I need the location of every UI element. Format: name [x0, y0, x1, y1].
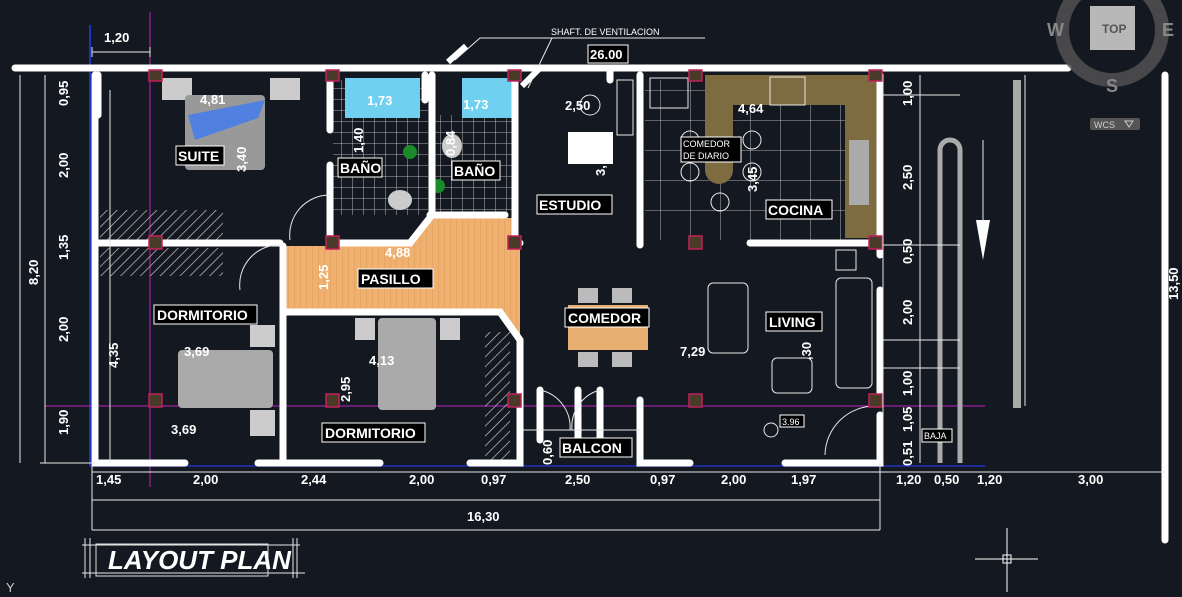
dim-right: 2,00 [900, 300, 915, 325]
structural-columns [148, 69, 883, 408]
desk [568, 77, 689, 164]
room-label-cocina: COCINA [768, 202, 823, 218]
dim-interior: 4,64 [738, 101, 764, 116]
room-label-pasillo: PASILLO [361, 271, 421, 287]
dim-interior: 3,40 [234, 147, 249, 172]
closet-hatch [485, 332, 510, 460]
dim-right-total: 13,50 [1166, 267, 1181, 300]
dim-interior: 2,95 [338, 377, 353, 402]
room-label-comedor: COMEDOR [568, 310, 641, 326]
dim-interior: 1,25 [316, 265, 331, 290]
dorm2-bed [355, 318, 460, 410]
crosshair-cursor [975, 528, 1038, 592]
dim-bottom: 1,45 [96, 472, 121, 487]
shaft-annotation: SHAFT. DE VENTILACION [551, 27, 660, 37]
dim-bottom: 0,97 [650, 472, 675, 487]
title-block: LAYOUT PLAN [82, 538, 305, 578]
dim-left-5: 1,90 [56, 410, 71, 435]
room-label-balcon: BALCON [562, 440, 622, 456]
dim-top-left: 1,20 [104, 30, 129, 45]
dim-right: 1,05 [900, 407, 915, 432]
dimension-lines [19, 47, 1165, 531]
dim-left-1: 0,95 [56, 81, 71, 106]
dim-bottom: 1,20 [896, 472, 921, 487]
level-marker-value: 3.96 [782, 417, 800, 427]
dim-left-3: 1,35 [56, 235, 71, 260]
dim-right: 1,00 [900, 371, 915, 396]
dim-interior: 1,73 [463, 97, 488, 112]
bath1-shower [345, 78, 420, 118]
dim-bottom: 3,00 [1078, 472, 1103, 487]
dim-bottom: 2,00 [721, 472, 746, 487]
dim-interior: 3, [593, 165, 608, 176]
dim-bottom: 1,20 [977, 472, 1002, 487]
dim-interior: 3,69 [171, 422, 196, 437]
toilets [388, 134, 462, 210]
dim-interior: 3,45 [745, 167, 760, 192]
dim-interior: 4,88 [385, 245, 410, 260]
kitchen-counter [705, 75, 878, 238]
room-label-comedor-diario: COMEDOR [683, 139, 731, 149]
room-label-bano-1: BAÑO [340, 159, 381, 176]
dim-interior: 0,84 [443, 130, 458, 156]
dim-right: 0,50 [900, 239, 915, 264]
ucs-y-axis-label: Y [6, 580, 15, 595]
ramp [937, 137, 963, 463]
wcs-menu-button[interactable] [1090, 118, 1140, 130]
dim-bottom: 2,00 [193, 472, 218, 487]
room-label-comedor-diario-2: DE DIARIO [683, 151, 729, 161]
dim-interior: 4,13 [369, 353, 394, 368]
kitchen-sink [849, 140, 869, 205]
dim-bottom: 0,50 [934, 472, 959, 487]
dim-bottom: 1,97 [791, 472, 816, 487]
dim-bottom: 2,44 [301, 472, 327, 487]
dim-right: 0,51 [900, 441, 915, 466]
shaft-arrow [446, 43, 543, 89]
dim-right: 1,00 [900, 81, 915, 106]
room-label-living: LIVING [769, 314, 816, 330]
ramp-edge [1013, 80, 1021, 408]
dim-interior: 7,29 [680, 344, 705, 359]
dim-left-2: 2,00 [56, 153, 71, 178]
ramp-direction-arrow [976, 220, 990, 260]
dim-right: 2,50 [900, 165, 915, 190]
dim-bottom: 2,50 [565, 472, 590, 487]
dim-bottom: 0,97 [481, 472, 506, 487]
room-label-estudio: ESTUDIO [539, 197, 601, 213]
dim-interior: 2,50 [565, 98, 590, 113]
dim-left-4: 2,00 [56, 317, 71, 342]
dim-bottom: 2,00 [409, 472, 434, 487]
dim-interior: 1,40 [351, 128, 366, 153]
level-marker-icon [763, 422, 779, 438]
baja-label: BAJA [924, 431, 947, 441]
dim-interior: 1,73 [367, 93, 392, 108]
viewcube-ring[interactable] [1055, 0, 1169, 87]
viewcube-top-face[interactable] [1090, 6, 1135, 50]
room-label-dormitorio-2: DORMITORIO [325, 425, 416, 441]
door-swings [239, 194, 876, 456]
bath2-shower [462, 78, 512, 118]
bath-walls [94, 71, 524, 247]
dim-interior: ,30 [799, 342, 814, 360]
dim-interior: 4,81 [200, 92, 225, 107]
wall-stub [421, 66, 614, 104]
room-label-suite: SUITE [178, 148, 219, 164]
dorm1-bed [178, 325, 275, 436]
room-label-dormitorio-1: DORMITORIO [157, 307, 248, 323]
drawing-title: LAYOUT PLAN [108, 545, 292, 575]
shaft-level: 26.00 [590, 47, 623, 62]
room-label-bano-2: BAÑO [454, 162, 495, 179]
dim-left-inner: 4,35 [106, 343, 121, 368]
dim-left-total: 8,20 [26, 260, 41, 285]
dim-interior: 3,69 [184, 344, 209, 359]
dim-bottom-total: 16,30 [467, 509, 500, 524]
closet-hatch [100, 248, 223, 276]
dim-interior: 0,60 [540, 440, 555, 465]
living-sofas [707, 249, 873, 394]
